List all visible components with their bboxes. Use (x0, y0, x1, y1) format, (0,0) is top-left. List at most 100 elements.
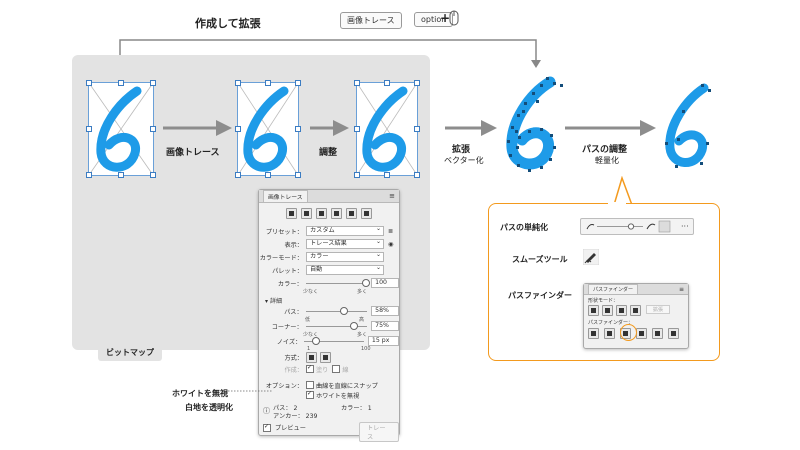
color-high: 多く (357, 289, 368, 295)
pathfinders-label: パスファインダー： (588, 320, 634, 326)
preview-checkbox[interactable] (263, 423, 271, 432)
panel-menu-icon[interactable]: ≡ (389, 192, 395, 200)
stats-colors: カラー： 1 (341, 403, 372, 412)
expand-button[interactable]: 拡張 (646, 305, 671, 314)
six-glyph-expanded (506, 76, 563, 172)
callout-pointer (613, 176, 633, 206)
corners-label: コーナー： (271, 323, 303, 331)
divide-icon[interactable] (588, 328, 599, 339)
pathfinder-header: パスファインダー ≡ (584, 284, 688, 295)
corners-value[interactable]: 75% (371, 321, 400, 331)
panel-menu-icon[interactable]: ≡ (678, 285, 684, 293)
mode-label: カラーモード： (259, 254, 303, 262)
noise-value[interactable]: 15 px (367, 336, 399, 346)
auto-color-icon[interactable] (286, 207, 297, 219)
color-label: カラー： (277, 280, 303, 288)
preview-toggle[interactable]: プレビュー (263, 423, 306, 432)
black-white-icon[interactable] (346, 207, 357, 219)
simplify-widget[interactable]: ··· (580, 218, 694, 235)
callout-transparent-bg: 白地を透明化 (185, 403, 233, 412)
preset-list-icon[interactable]: ≣ (388, 227, 394, 235)
paths-label: パス： (284, 308, 303, 316)
paths-value[interactable]: 58% (371, 306, 400, 316)
stats-paths-label: パス： (273, 405, 292, 412)
corners-low: 少なく (303, 332, 319, 338)
svg-text:···: ··· (681, 222, 689, 231)
stats-anchors-value: 239 (305, 413, 318, 420)
simplify-slider[interactable]: ··· (581, 219, 693, 234)
crop-icon[interactable] (636, 328, 647, 339)
image-trace-panel: 画像トレース ≡ プリセット： カスタム ≣ 表示： トレース結果 ◉ カラーモ… (258, 189, 400, 442)
merge-highlight-ring (620, 324, 637, 341)
color-slider[interactable] (305, 279, 370, 287)
slider-knob[interactable] (349, 322, 358, 330)
outline-icon[interactable] (652, 328, 663, 339)
stroke-checkbox[interactable] (332, 365, 341, 373)
ignore-white-checkbox[interactable] (306, 390, 314, 399)
step-label-image-trace: 画像トレース (166, 148, 220, 158)
preview-label: プレビュー (274, 425, 306, 432)
low-color-icon[interactable] (316, 207, 327, 219)
noise-label: ノイズ： (276, 338, 302, 346)
bitmap-label: ビットマップ (98, 344, 162, 361)
eye-icon[interactable]: ◉ (388, 240, 394, 248)
unite-icon[interactable] (588, 305, 599, 316)
shape-modes-label: 形状モード： (588, 298, 619, 304)
pathfinder-label: パスファインダー (508, 291, 572, 300)
intersect-icon[interactable] (616, 305, 627, 316)
smooth-tool-icon[interactable] (583, 249, 599, 265)
minus-front-icon[interactable] (602, 305, 613, 316)
advanced-toggle[interactable]: ▾ 詳細 (265, 296, 282, 305)
shape-modes-row (588, 305, 641, 316)
preset-select[interactable]: カスタム (306, 225, 384, 236)
options-label: オプション： (265, 382, 303, 390)
six-glyph-bitmap (96, 86, 142, 172)
smooth-tool-label: スムーズツール (512, 255, 568, 264)
view-select[interactable]: トレース結果 (306, 238, 384, 249)
color-value[interactable]: 100 (371, 278, 400, 288)
slider-knob[interactable] (312, 337, 321, 345)
bitmap-frame[interactable] (86, 80, 156, 178)
noise-slider[interactable] (304, 337, 364, 345)
outline-icon[interactable] (361, 207, 372, 219)
palette-select[interactable]: 自動 (306, 264, 384, 275)
paths-slider[interactable] (305, 307, 368, 315)
paths-low: 低 (305, 317, 311, 323)
paths-high: 高 (359, 317, 365, 323)
preset-icons-row (259, 207, 399, 219)
high-color-icon[interactable] (301, 207, 312, 219)
snap-curves-label: 曲線を直線にスナップ (316, 382, 378, 390)
exclude-icon[interactable] (630, 305, 641, 316)
callout-dotted-line (228, 390, 273, 392)
trace-button[interactable]: トレース (359, 422, 399, 442)
palette-label: パレット： (272, 267, 303, 275)
pathfinder-panel: パスファインダー ≡ 形状モード： 拡張 パスファインダー： (583, 283, 689, 349)
tab-image-trace[interactable]: 画像トレース (263, 190, 308, 202)
create-label: 作成： (284, 366, 303, 374)
fill-checkbox[interactable] (306, 364, 314, 373)
stats-colors-label: カラー： (341, 405, 366, 412)
corners-high: 多く (357, 332, 368, 338)
traced-frame[interactable] (235, 80, 301, 178)
minus-back-icon[interactable] (668, 328, 679, 339)
snap-curves-checkbox[interactable] (306, 381, 314, 389)
noise-high: 100 (361, 346, 371, 352)
step-label-path-adjust: パスの調整 (582, 145, 628, 155)
ignore-white-label: ホワイトを無視 (316, 392, 360, 400)
grayscale-icon[interactable] (331, 207, 342, 219)
slider-knob[interactable] (339, 307, 348, 315)
page-title: 作成して拡張 (195, 17, 261, 30)
plus-sign: + (440, 11, 451, 25)
stats-paths: パス： 2 (273, 403, 297, 412)
corners-slider[interactable] (305, 322, 368, 330)
adjusted-frame[interactable] (354, 80, 420, 178)
slider-knob[interactable] (361, 279, 370, 287)
overlapping-method-icon[interactable] (320, 351, 331, 363)
color-low: 少なく (303, 289, 319, 295)
mode-select[interactable]: カラー (306, 251, 384, 262)
trim-icon[interactable] (604, 328, 615, 339)
abutting-method-icon[interactable] (306, 351, 317, 363)
tab-pathfinder[interactable]: パスファインダー (588, 284, 639, 294)
stats-colors-value: 1 (367, 405, 372, 412)
